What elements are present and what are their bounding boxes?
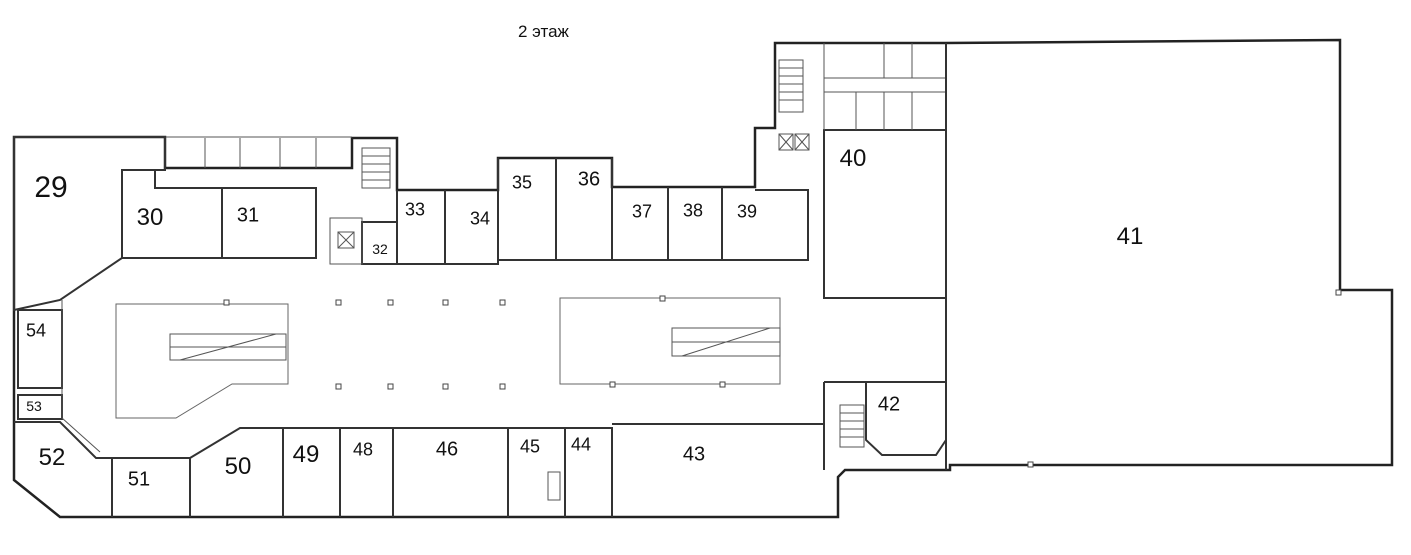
- left-corridor-edge: [61, 300, 101, 453]
- room-label-42[interactable]: 42: [877, 393, 901, 416]
- room-label-49[interactable]: 49: [292, 441, 320, 468]
- room-label-54[interactable]: 54: [25, 320, 47, 341]
- atrium-left: [115, 303, 289, 419]
- room-label-34[interactable]: 34: [469, 208, 491, 229]
- room-label-52[interactable]: 52: [38, 444, 66, 471]
- floor-title: 2 этаж: [518, 22, 569, 41]
- elevator-icon: [337, 133, 810, 249]
- columns: [223, 289, 1342, 468]
- room-label-40[interactable]: 40: [839, 145, 867, 172]
- room-label-44[interactable]: 44: [570, 434, 592, 455]
- room-label-51[interactable]: 51: [127, 468, 151, 491]
- stair-block-outline: [823, 381, 866, 470]
- room-29-outline: [13, 136, 166, 312]
- room-label-30[interactable]: 30: [136, 204, 164, 231]
- room-label-31[interactable]: 31: [236, 204, 260, 227]
- room-label-32[interactable]: 32: [372, 241, 388, 257]
- room-42-outline: [865, 381, 947, 456]
- stairs-icon: [778, 59, 804, 113]
- top-row-rooms: [396, 158, 809, 265]
- room-label-36[interactable]: 36: [577, 168, 601, 191]
- service-strip: [165, 136, 352, 168]
- room-label-43[interactable]: 43: [682, 443, 706, 466]
- outer-wall: [12, 38, 1394, 519]
- room-label-38[interactable]: 38: [682, 200, 704, 221]
- small-rooms-upper: [823, 43, 946, 130]
- room-label-33[interactable]: 33: [404, 199, 426, 220]
- room-label-50[interactable]: 50: [224, 453, 252, 480]
- room-label-35[interactable]: 35: [511, 172, 533, 193]
- room-45-notch: [547, 471, 561, 501]
- stairs-icon: [839, 404, 865, 448]
- lift-lobby: [329, 217, 363, 265]
- room-label-53[interactable]: 53: [26, 398, 42, 414]
- room-label-45[interactable]: 45: [519, 436, 541, 457]
- room-label-48[interactable]: 48: [352, 439, 374, 460]
- escalator-icon: [671, 327, 781, 357]
- room-52-outline: [14, 421, 112, 459]
- room-label-29[interactable]: 29: [34, 171, 68, 204]
- stairs-icon: [361, 147, 391, 189]
- room-30-outline: [122, 169, 317, 259]
- bottom-row-rooms: [111, 423, 824, 517]
- room-label-39[interactable]: 39: [736, 201, 758, 222]
- atrium-right: [559, 297, 781, 385]
- escalator-icon: [169, 333, 287, 361]
- room-label-37[interactable]: 37: [631, 201, 653, 222]
- room-label-46[interactable]: 46: [435, 438, 459, 461]
- room-label-41[interactable]: 41: [1116, 223, 1144, 250]
